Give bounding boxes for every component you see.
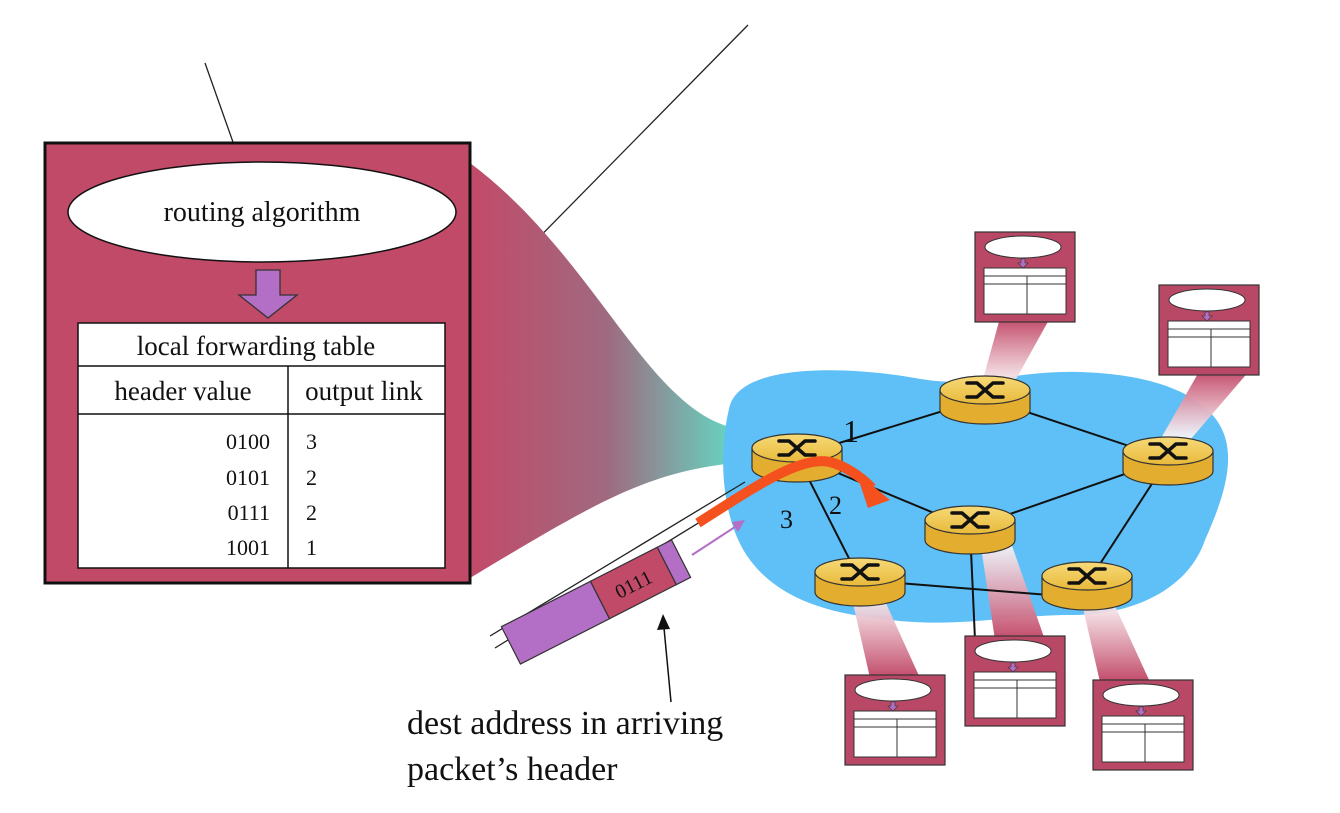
forwarding-table-title: local forwarding table [137, 331, 375, 361]
table-cell-link: 3 [306, 429, 317, 454]
table-cell-link: 2 [306, 465, 317, 490]
packet-direction-arrowhead [732, 520, 745, 532]
link-label-3: 3 [780, 505, 793, 534]
table-row: 0101 2 [226, 465, 317, 490]
router-icon [813, 556, 907, 608]
routing-algorithm-label: routing algorithm [164, 197, 361, 228]
router-icon [1121, 435, 1215, 487]
mini-forwarding-table [974, 231, 1076, 323]
route-arrowhead [856, 472, 890, 508]
table-row: 0100 3 [226, 429, 317, 454]
column-header-value: header value [114, 376, 251, 406]
beam-bottom-left [850, 590, 920, 678]
mini-forwarding-table [964, 635, 1066, 727]
zoom-funnel [470, 163, 745, 578]
table-row: 0111 2 [228, 500, 317, 525]
table-cell-header: 1001 [226, 535, 270, 560]
mini-forwarding-table [1158, 284, 1260, 376]
link-label-2: 2 [829, 491, 842, 520]
table-cell-header: 0101 [226, 465, 270, 490]
annotation-arrow [663, 627, 672, 703]
annotation-line-2: packet’s header [407, 751, 618, 788]
down-arrow-icon [237, 269, 299, 319]
packet: 0111 [500, 539, 692, 665]
beam-bottom-mid [980, 540, 1045, 640]
router-icon [938, 374, 1032, 426]
column-output-link: output link [305, 376, 423, 406]
annotation-line-1: dest address in arriving [407, 705, 723, 742]
mini-forwarding-table [844, 674, 946, 766]
mini-forwarding-table [1092, 679, 1194, 771]
packet-direction-arrow [691, 524, 739, 556]
router-icon [923, 504, 1017, 556]
beam-top [980, 318, 1050, 390]
table-cell-header: 0111 [228, 500, 270, 525]
router-detail-box: routing algorithm local forwarding table… [43, 141, 472, 585]
table-cell-link: 1 [306, 535, 317, 560]
annotation-arrowhead [657, 614, 670, 630]
forwarding-table [77, 322, 446, 569]
router-icon [1040, 560, 1134, 612]
packet-body [500, 580, 611, 665]
table-cell-link: 2 [306, 500, 317, 525]
routing-algorithm-ellipse [67, 161, 457, 263]
link-label-1: 1 [843, 413, 859, 449]
table-cell-header: 0100 [226, 429, 270, 454]
beam-bottom-right [1080, 595, 1150, 682]
table-row: 1001 1 [226, 535, 317, 560]
beam-right [1160, 370, 1250, 440]
